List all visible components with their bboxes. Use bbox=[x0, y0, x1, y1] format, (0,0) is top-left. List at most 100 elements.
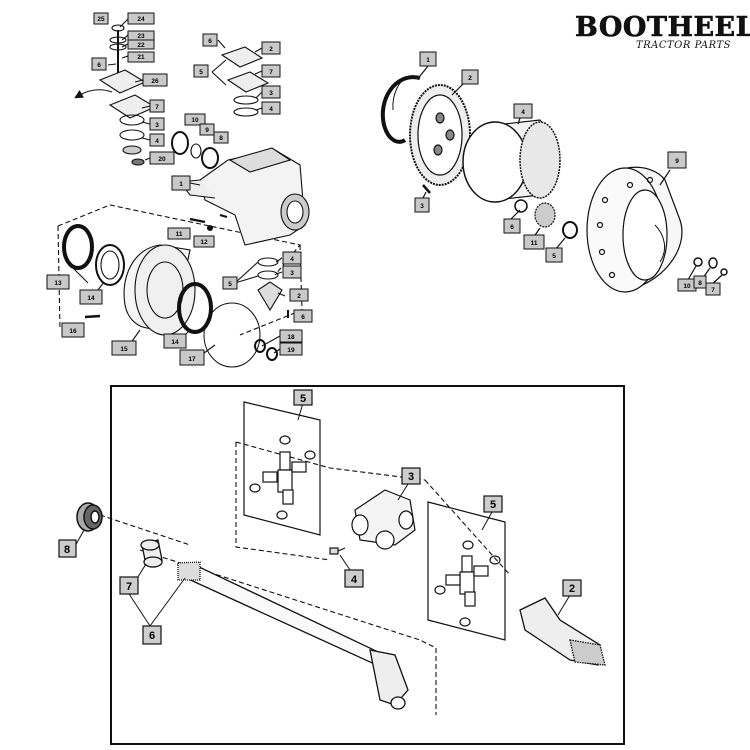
grease-fitting bbox=[329, 547, 346, 555]
tr-part-labels: 1 2 3 4 6 11 5 9 10 8 7 bbox=[414, 51, 721, 296]
part-tag[interactable]: 7 bbox=[149, 99, 165, 113]
part-tag[interactable]: 2 bbox=[261, 41, 281, 55]
rotation-arrow bbox=[74, 89, 113, 99]
svg-text:13: 13 bbox=[54, 280, 62, 287]
stub-yoke-shaft bbox=[519, 597, 606, 666]
part-tag[interactable]: 18 bbox=[279, 329, 303, 343]
svg-text:7: 7 bbox=[155, 104, 159, 111]
top-right-assembly bbox=[380, 65, 728, 293]
part-tag[interactable]: 21 bbox=[127, 51, 155, 63]
part-tag[interactable]: 11 bbox=[167, 227, 191, 240]
part-tag[interactable]: 3 bbox=[261, 85, 281, 99]
svg-text:3: 3 bbox=[155, 122, 159, 129]
part-tag[interactable]: 6 bbox=[503, 218, 521, 234]
part-tag[interactable]: 2 bbox=[289, 288, 309, 302]
part-tag[interactable]: 9 bbox=[667, 151, 687, 169]
part-tag[interactable]: 20 bbox=[149, 151, 175, 165]
part-tag[interactable]: 8 bbox=[213, 131, 229, 144]
part-tag[interactable]: 22 bbox=[127, 39, 155, 50]
part-tag[interactable]: 14 bbox=[163, 333, 187, 349]
svg-text:6: 6 bbox=[301, 314, 305, 321]
part-tag[interactable]: 3 bbox=[401, 467, 421, 485]
part-tag[interactable]: 6 bbox=[202, 33, 218, 47]
part-tag[interactable]: 10 bbox=[677, 278, 697, 292]
part-tag[interactable]: 19 bbox=[279, 342, 303, 356]
part-tag[interactable]: 23 bbox=[127, 30, 155, 41]
part-tag[interactable]: 24 bbox=[127, 12, 155, 25]
part-tag[interactable]: 5 bbox=[193, 64, 209, 78]
svg-text:7: 7 bbox=[269, 69, 273, 76]
part-tag[interactable]: 3 bbox=[282, 265, 302, 279]
part-tag[interactable]: 17 bbox=[179, 349, 205, 366]
tl-dashed-frame bbox=[57, 204, 302, 276]
svg-text:10: 10 bbox=[191, 117, 199, 124]
part-tag[interactable]: 6 bbox=[142, 625, 162, 645]
part-tag[interactable]: 25 bbox=[93, 12, 109, 25]
part-tag[interactable]: 4 bbox=[513, 103, 533, 119]
part-tag[interactable]: 3 bbox=[414, 197, 430, 213]
part-tag[interactable]: 1 bbox=[171, 175, 191, 191]
ujoint-kit-card-left bbox=[243, 401, 321, 536]
logo-name: BOOTHEEL bbox=[575, 12, 750, 44]
part-tag[interactable]: 12 bbox=[193, 235, 215, 248]
part-tag[interactable]: 7 bbox=[261, 64, 281, 78]
part-tag[interactable]: 1 bbox=[419, 51, 437, 67]
svg-text:26: 26 bbox=[151, 78, 159, 85]
snap-ring bbox=[380, 75, 421, 144]
svg-text:6: 6 bbox=[149, 630, 155, 642]
part-tag[interactable]: 13 bbox=[46, 274, 70, 290]
part-tag[interactable]: 5 bbox=[222, 276, 238, 290]
svg-text:5: 5 bbox=[490, 499, 496, 511]
svg-text:5: 5 bbox=[199, 69, 203, 76]
svg-text:9: 9 bbox=[675, 158, 679, 165]
part-tag[interactable]: 5 bbox=[293, 389, 313, 406]
part-tag[interactable]: 6 bbox=[293, 309, 313, 323]
svg-text:6: 6 bbox=[97, 62, 101, 69]
shaft-bushing bbox=[140, 539, 163, 568]
part-tag[interactable]: 4 bbox=[149, 133, 165, 147]
svg-text:2: 2 bbox=[569, 583, 575, 595]
svg-text:5: 5 bbox=[228, 281, 232, 288]
part-tag[interactable]: 8 bbox=[693, 275, 707, 289]
svg-text:7: 7 bbox=[126, 581, 132, 593]
part-tag[interactable]: 5 bbox=[483, 495, 503, 513]
part-tag[interactable]: 8 bbox=[58, 539, 77, 558]
svg-text:3: 3 bbox=[408, 471, 414, 483]
ujoint-cross-right bbox=[445, 555, 489, 607]
bottom-part-labels: 5 3 5 8 7 4 2 6 bbox=[58, 389, 582, 645]
svg-text:4: 4 bbox=[290, 256, 294, 263]
part-tag[interactable]: 16 bbox=[61, 322, 85, 338]
part-tag[interactable]: 3 bbox=[149, 117, 165, 131]
part-tag[interactable]: 11 bbox=[523, 234, 545, 250]
part-tag[interactable]: 4 bbox=[261, 101, 281, 115]
part-tag[interactable]: 10 bbox=[184, 113, 206, 126]
shaft-seal bbox=[76, 502, 103, 532]
part-tag[interactable]: 7 bbox=[119, 576, 139, 595]
part-tag[interactable]: 2 bbox=[461, 69, 479, 85]
svg-text:11: 11 bbox=[531, 240, 538, 247]
svg-text:7: 7 bbox=[711, 287, 715, 294]
svg-text:4: 4 bbox=[269, 106, 273, 113]
ujoint-cross-left bbox=[262, 451, 307, 505]
part-tag[interactable]: 4 bbox=[282, 251, 302, 265]
svg-text:18: 18 bbox=[287, 334, 295, 341]
svg-text:5: 5 bbox=[552, 253, 556, 260]
svg-text:4: 4 bbox=[521, 109, 525, 116]
tl-part-labels: 25 24 23 22 21 6 26 7 3 4 20 10 9 8 6 2 … bbox=[46, 12, 313, 366]
part-tag[interactable]: 26 bbox=[142, 73, 168, 87]
svg-text:8: 8 bbox=[698, 280, 702, 287]
part-tag[interactable]: 5 bbox=[545, 247, 563, 263]
part-tag[interactable]: 4 bbox=[344, 569, 364, 588]
part-tag[interactable]: 14 bbox=[79, 289, 103, 305]
part-tag[interactable]: 9 bbox=[199, 123, 215, 136]
svg-text:3: 3 bbox=[269, 90, 273, 97]
part-tag[interactable]: 2 bbox=[562, 579, 582, 597]
svg-text:14: 14 bbox=[171, 339, 179, 346]
part-tag[interactable]: 15 bbox=[111, 340, 137, 356]
bottom-assembly bbox=[73, 385, 625, 745]
part-tag[interactable]: 7 bbox=[705, 282, 721, 296]
bottom-frame bbox=[110, 385, 625, 745]
part-tag[interactable]: 6 bbox=[91, 57, 107, 71]
svg-text:6: 6 bbox=[510, 224, 514, 231]
